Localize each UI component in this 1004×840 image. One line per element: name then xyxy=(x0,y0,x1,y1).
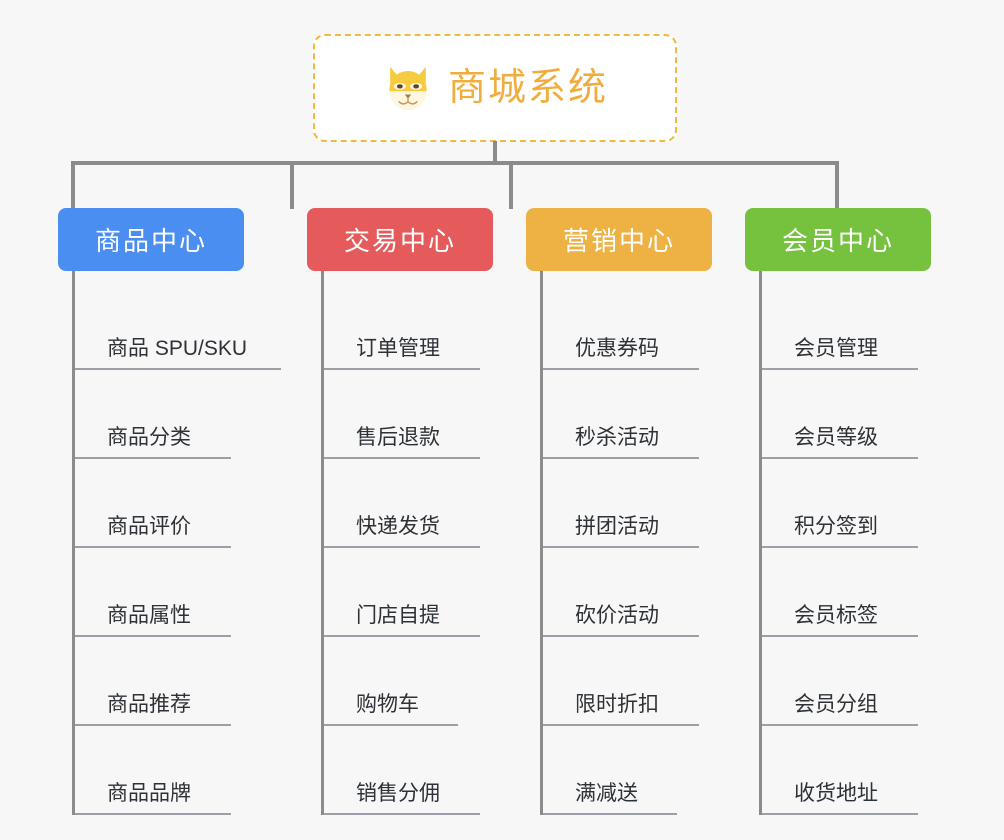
leaf-item[interactable]: 会员分组 xyxy=(762,637,965,726)
column-body: 商品 SPU/SKU 商品分类 商品评价 商品属性 商品推荐 商品品牌 xyxy=(72,271,281,815)
leaf-rule xyxy=(762,635,918,637)
connector-drop-2 xyxy=(290,161,294,209)
column-product-center: 商品中心 商品 SPU/SKU 商品分类 商品评价 商品属性 商品推荐 xyxy=(58,208,281,815)
leaf-rule xyxy=(75,635,231,637)
leaf-label: 砍价活动 xyxy=(575,604,659,627)
leaf-rule xyxy=(75,724,231,726)
leaf-item[interactable]: 销售分佣 xyxy=(324,726,527,815)
leaf-label: 商品推荐 xyxy=(107,693,191,716)
leaf-item[interactable]: 满减送 xyxy=(543,726,746,815)
leaf-rule xyxy=(324,457,480,459)
leaf-rule xyxy=(324,635,480,637)
column-body: 订单管理 售后退款 快递发货 门店自提 购物车 销售分佣 xyxy=(321,271,527,815)
leaf-rule xyxy=(543,635,699,637)
column-header-label: 交易中心 xyxy=(343,226,456,256)
leaf-rule xyxy=(543,368,699,370)
leaf-rule xyxy=(75,368,281,370)
leaf-item[interactable]: 秒杀活动 xyxy=(543,370,746,459)
leaf-item[interactable]: 限时折扣 xyxy=(543,637,746,726)
column-trade-center: 交易中心 订单管理 售后退款 快递发货 门店自提 购物车 xyxy=(307,208,527,815)
leaf-label: 会员管理 xyxy=(794,337,878,360)
leaf-rule xyxy=(543,813,677,815)
leaf-item[interactable]: 砍价活动 xyxy=(543,548,746,637)
column-member-center: 会员中心 会员管理 会员等级 积分签到 会员标签 会员分组 xyxy=(745,208,965,815)
leaf-label: 限时折扣 xyxy=(575,693,659,716)
leaf-item[interactable]: 商品品牌 xyxy=(75,726,278,815)
leaf-label: 满减送 xyxy=(575,782,638,805)
connector-drop-3 xyxy=(509,161,513,209)
leaf-item[interactable]: 快递发货 xyxy=(324,459,527,548)
leaf-label: 收货地址 xyxy=(794,782,878,805)
leaf-label: 会员等级 xyxy=(794,426,878,449)
leaf-item[interactable]: 拼团活动 xyxy=(543,459,746,548)
leaf-label: 商品 SPU/SKU xyxy=(107,337,248,360)
leaf-item[interactable]: 优惠券码 xyxy=(543,281,746,370)
column-header-label: 会员中心 xyxy=(781,226,894,256)
leaf-item[interactable]: 购物车 xyxy=(324,637,527,726)
connector-drop-1 xyxy=(71,161,75,209)
leaf-rule xyxy=(762,457,918,459)
connector-stem xyxy=(493,141,497,165)
column-header-product-center[interactable]: 商品中心 xyxy=(58,208,244,271)
leaf-label: 积分签到 xyxy=(794,515,878,538)
leaf-label: 商品属性 xyxy=(107,604,191,627)
column-header-label: 营销中心 xyxy=(562,226,675,256)
leaf-item[interactable]: 积分签到 xyxy=(762,459,965,548)
leaf-item[interactable]: 商品推荐 xyxy=(75,637,278,726)
leaf-item[interactable]: 商品评价 xyxy=(75,459,278,548)
leaf-rule xyxy=(543,724,699,726)
leaf-item[interactable]: 订单管理 xyxy=(324,281,527,370)
leaf-rule xyxy=(75,546,231,548)
connector-drop-4 xyxy=(835,161,839,209)
root-title: 商城系统 xyxy=(447,67,608,109)
column-body: 优惠券码 秒杀活动 拼团活动 砍价活动 限时折扣 满减送 xyxy=(540,271,746,815)
leaf-rule xyxy=(543,457,699,459)
leaf-label: 优惠券码 xyxy=(575,337,659,360)
leaf-item[interactable]: 会员标签 xyxy=(762,548,965,637)
column-header-marketing-center[interactable]: 营销中心 xyxy=(526,208,712,271)
column-body: 会员管理 会员等级 积分签到 会员标签 会员分组 收货地址 xyxy=(759,271,965,815)
leaf-label: 快递发货 xyxy=(356,515,440,538)
leaf-rule xyxy=(324,368,480,370)
leaf-rule xyxy=(324,724,458,726)
leaf-rule xyxy=(762,813,918,815)
leaf-label: 销售分佣 xyxy=(356,782,440,805)
leaf-label: 会员标签 xyxy=(794,604,878,627)
leaf-item[interactable]: 售后退款 xyxy=(324,370,527,459)
column-header-label: 商品中心 xyxy=(94,226,207,256)
column-header-trade-center[interactable]: 交易中心 xyxy=(307,208,493,271)
shiba-dog-face-icon xyxy=(389,66,427,110)
leaf-label: 拼团活动 xyxy=(575,515,659,538)
leaf-rule xyxy=(75,457,231,459)
column-marketing-center: 营销中心 优惠券码 秒杀活动 拼团活动 砍价活动 限时折扣 xyxy=(526,208,746,815)
leaf-item[interactable]: 收货地址 xyxy=(762,726,965,815)
leaf-item[interactable]: 商品属性 xyxy=(75,548,278,637)
leaf-label: 商品评价 xyxy=(107,515,191,538)
leaf-item[interactable]: 商品分类 xyxy=(75,370,278,459)
leaf-rule xyxy=(543,546,699,548)
leaf-rule xyxy=(324,546,480,548)
leaf-rule xyxy=(324,813,480,815)
leaf-label: 门店自提 xyxy=(356,604,440,627)
leaf-item[interactable]: 商品 SPU/SKU xyxy=(75,281,281,370)
root-node[interactable]: 商城系统 xyxy=(313,34,677,142)
leaf-rule xyxy=(762,546,918,548)
column-header-member-center[interactable]: 会员中心 xyxy=(745,208,931,271)
leaf-rule xyxy=(762,724,918,726)
leaf-label: 商品品牌 xyxy=(107,782,191,805)
leaf-label: 订单管理 xyxy=(356,337,440,360)
leaf-label: 购物车 xyxy=(356,693,419,716)
leaf-rule xyxy=(762,368,918,370)
connector-bar xyxy=(71,161,839,165)
leaf-label: 秒杀活动 xyxy=(575,426,659,449)
leaf-label: 商品分类 xyxy=(107,426,191,449)
leaf-label: 售后退款 xyxy=(356,426,440,449)
leaf-item[interactable]: 会员等级 xyxy=(762,370,965,459)
leaf-rule xyxy=(75,813,231,815)
leaf-label: 会员分组 xyxy=(794,693,878,716)
leaf-item[interactable]: 会员管理 xyxy=(762,281,965,370)
leaf-item[interactable]: 门店自提 xyxy=(324,548,527,637)
